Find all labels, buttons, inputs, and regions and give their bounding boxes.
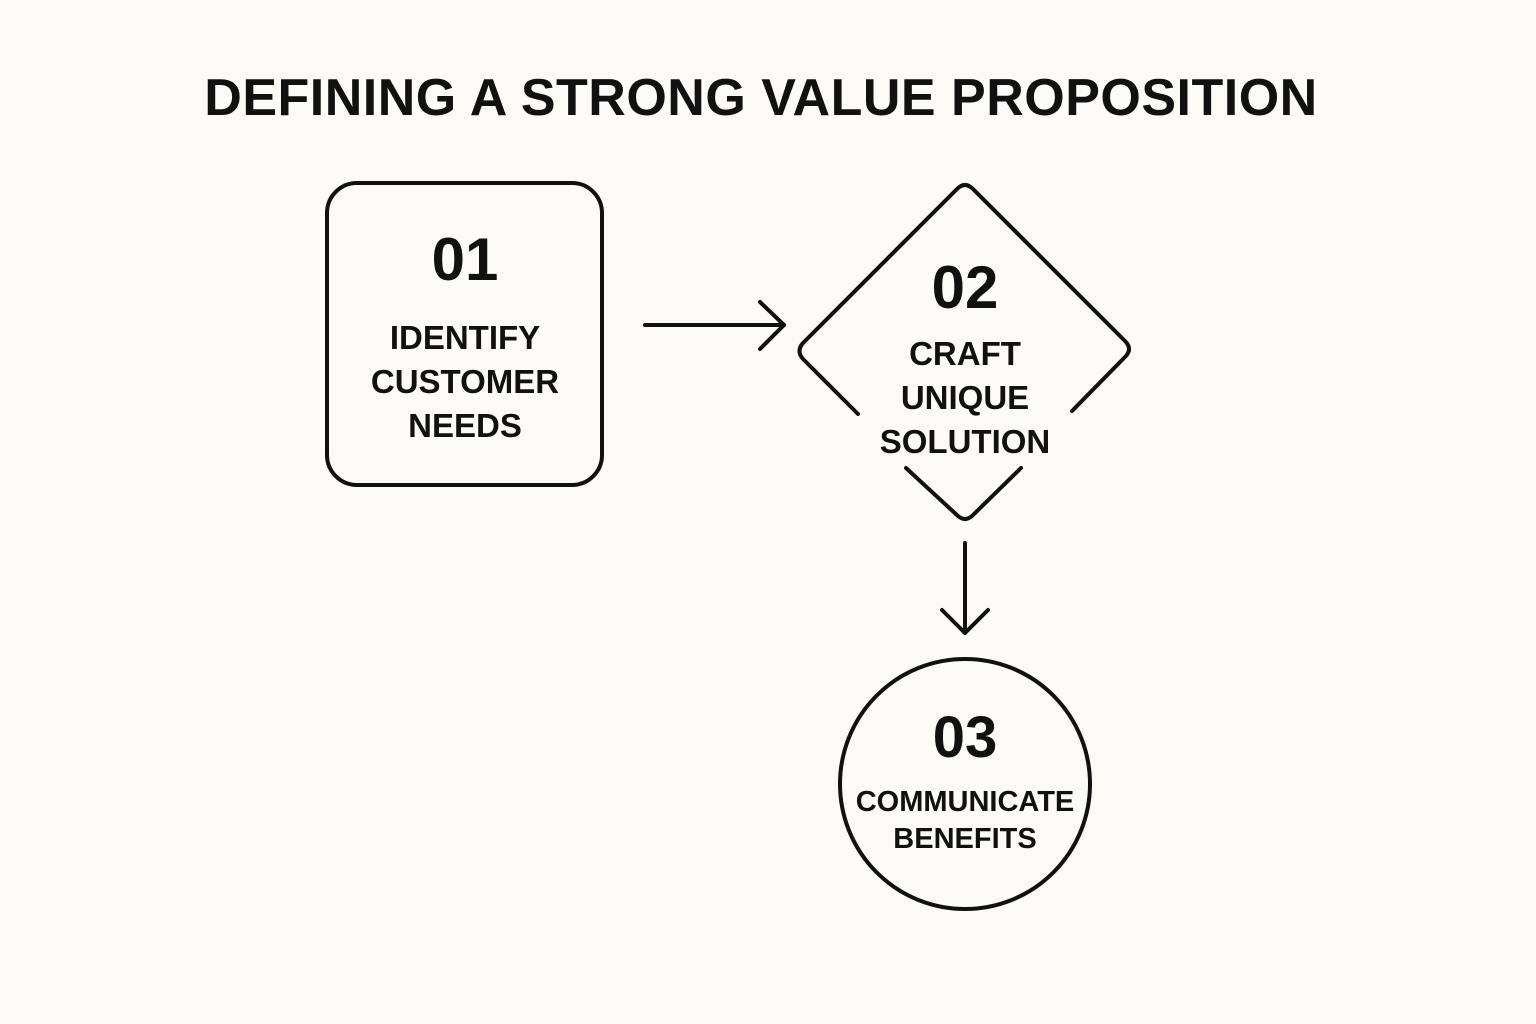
step-3-label: COMMUNICATE BENEFITS xyxy=(855,786,1075,855)
step-1-box xyxy=(325,181,604,487)
arrow-step-1-to-step-2 xyxy=(643,300,786,351)
step-1-label: IDENTIFY CUSTOMER NEEDS xyxy=(370,319,560,444)
step-3-number: 03 xyxy=(932,705,998,770)
step-2-number: 02 xyxy=(931,254,999,321)
step-2-label: CRAFT UNIQUE SOLUTION xyxy=(879,335,1051,460)
step-2: 02 CRAFT UNIQUE SOLUTION xyxy=(845,256,1085,464)
step-3: 03 COMMUNICATE BENEFITS xyxy=(840,706,1090,858)
arrow-step-2-to-step-3 xyxy=(940,541,990,635)
step-1-number: 01 xyxy=(431,226,499,293)
step-3-circle xyxy=(838,657,1092,911)
diagram-title: DEFINING A STRONG VALUE PROPOSITION xyxy=(204,69,1318,127)
step-2-diamond-bottom xyxy=(904,466,1023,521)
step-1: 01 IDENTIFY CUSTOMER NEEDS xyxy=(330,228,600,448)
step-2-diamond xyxy=(797,183,1131,416)
